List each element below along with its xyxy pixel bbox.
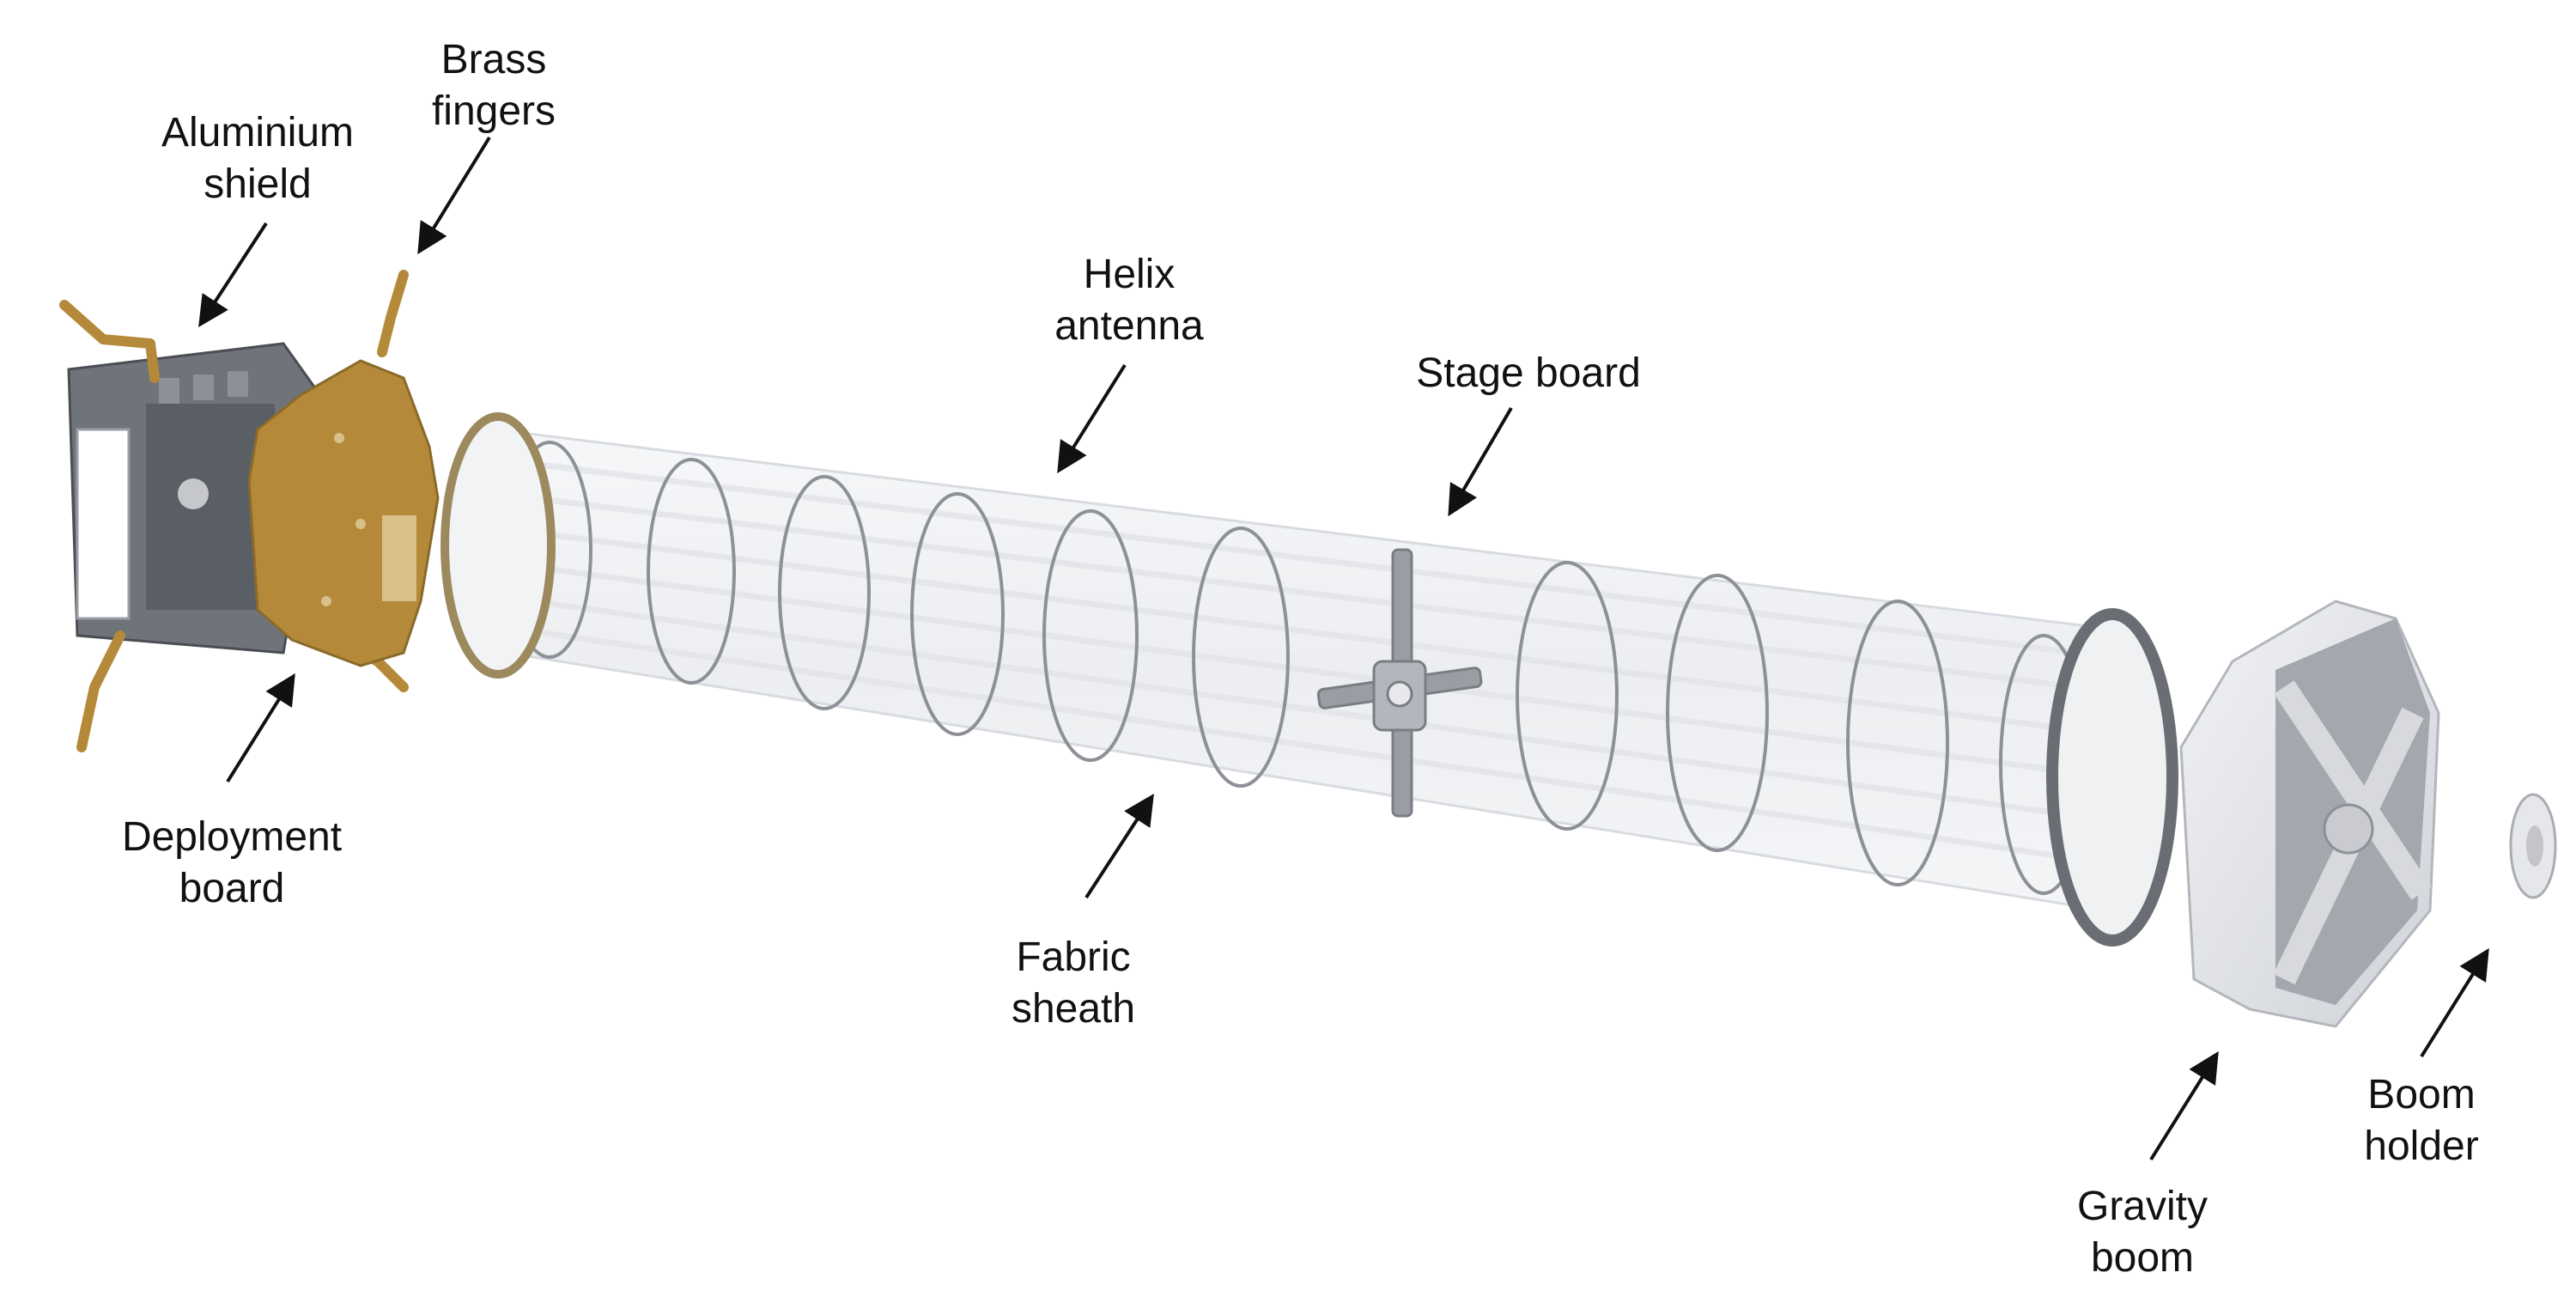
arrow-aluminium-shield xyxy=(198,222,268,328)
fabric-sheath xyxy=(492,428,2097,908)
aluminium-shield xyxy=(67,342,328,655)
label-gravity-boom: Gravity boom xyxy=(2076,1184,2208,1281)
leader-arrows xyxy=(198,136,2489,1161)
arrow-helix-antenna xyxy=(1057,363,1127,474)
stage-board xyxy=(1316,548,1483,818)
label-boom-holder: Boom holder xyxy=(2364,1072,2479,1169)
arrow-stage-board xyxy=(1448,406,1513,517)
label-helix-antenna: Helix antenna xyxy=(1054,252,1204,349)
label-fabric-sheath: Fabric sheath xyxy=(1011,935,1136,1032)
deployment-board xyxy=(247,359,440,667)
gravity-boom xyxy=(2179,600,2440,1028)
tube-flange-right xyxy=(2046,608,2178,947)
boom-holder xyxy=(2509,793,2557,899)
label-aluminium-shield: Aluminium shield xyxy=(161,110,355,207)
label-deployment-board: Deployment board xyxy=(121,814,343,911)
arrow-fabric-sheath xyxy=(1084,793,1154,899)
tube-flange-left xyxy=(440,412,556,679)
helix-antenna xyxy=(507,441,2088,895)
label-brass-fingers: Brass fingers xyxy=(431,37,556,134)
arrow-deployment-board xyxy=(226,673,295,783)
label-stage-board: Stage board xyxy=(1416,350,1641,396)
arrow-boom-holder xyxy=(2420,947,2489,1058)
arrow-gravity-boom xyxy=(2149,1050,2219,1161)
arrow-brass-fingers xyxy=(417,136,491,255)
